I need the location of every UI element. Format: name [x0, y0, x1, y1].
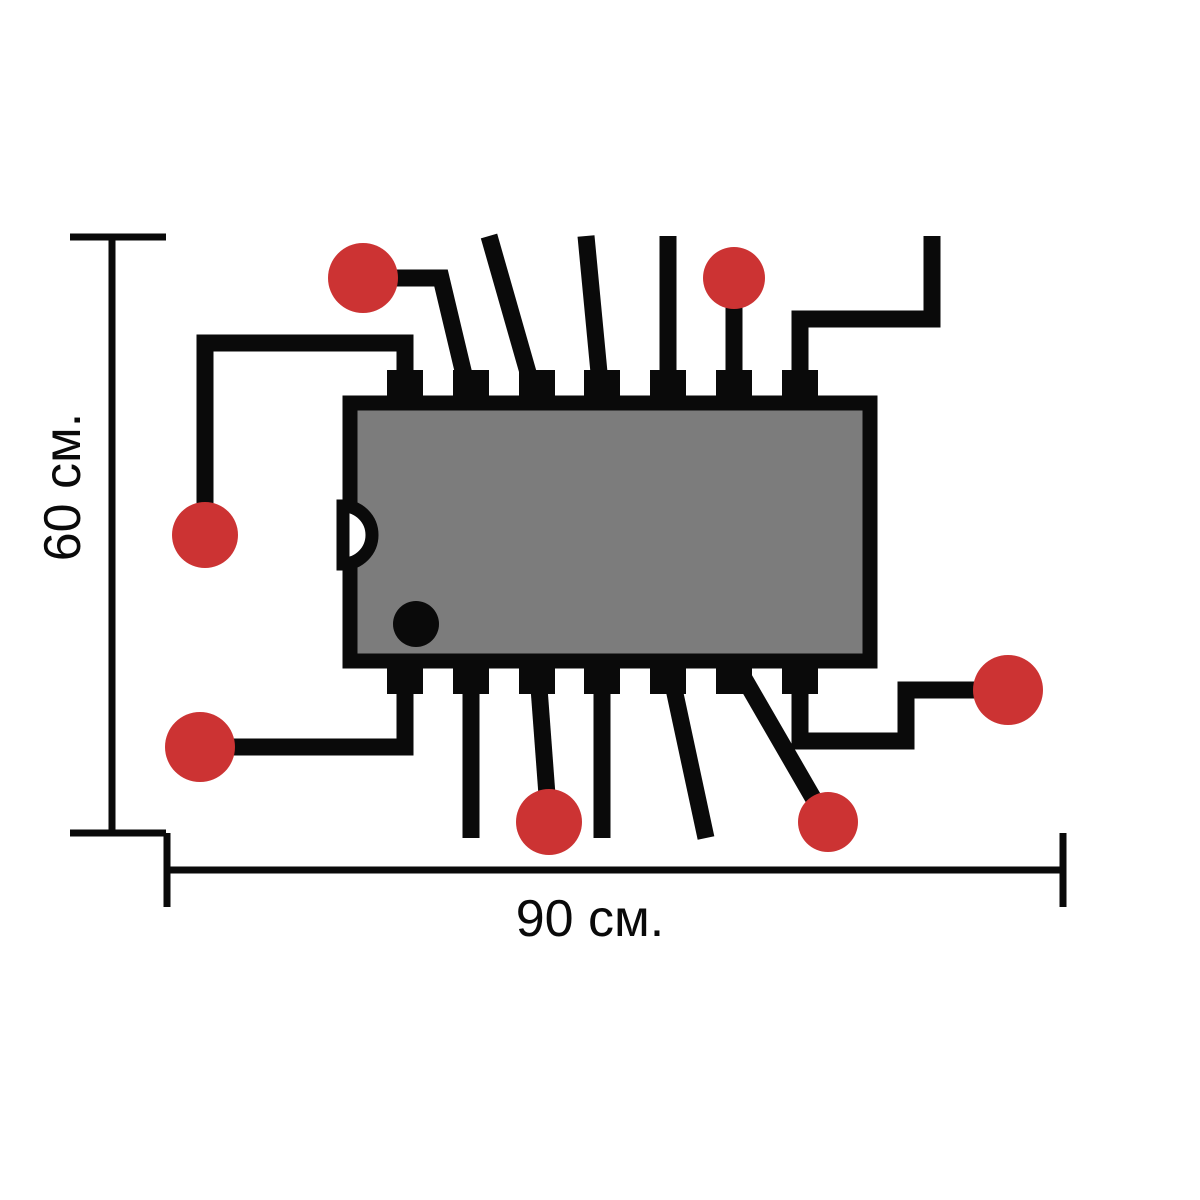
width-dimension-label: 90 см. — [516, 890, 664, 948]
solder-pads — [165, 243, 1043, 855]
height-dimension: 60 см. — [34, 233, 166, 837]
solder-pad — [703, 247, 765, 309]
trace-top-right-step — [791, 236, 941, 404]
trace-right-step — [791, 661, 1008, 750]
width-dimension: 90 см. — [163, 833, 1067, 948]
solder-pad — [328, 243, 398, 313]
solder-pad — [172, 502, 238, 568]
solder-pad — [516, 789, 582, 855]
solder-pad — [165, 712, 235, 782]
pin1-indicator-dot — [393, 601, 439, 647]
solder-pad — [973, 655, 1043, 725]
chip-notch-icon — [336, 499, 379, 571]
height-dimension-label: 60 см. — [34, 413, 92, 561]
solder-pad — [798, 792, 858, 852]
